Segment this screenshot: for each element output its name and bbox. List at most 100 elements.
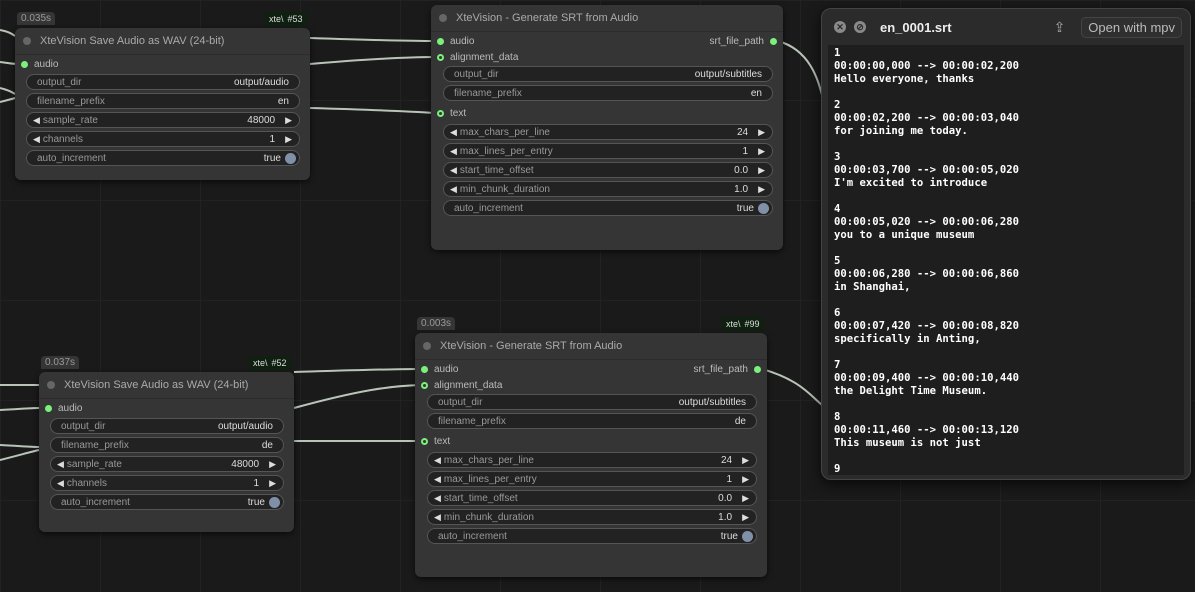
increment-arrow-icon[interactable]: ▶ xyxy=(758,145,765,156)
input-port-icon[interactable] xyxy=(421,381,428,389)
increment-arrow-icon[interactable]: ▶ xyxy=(758,183,765,194)
input-port-icon[interactable] xyxy=(437,109,444,117)
decrement-arrow-icon[interactable]: ◀ xyxy=(434,492,441,503)
widget-value[interactable]: 48000 xyxy=(247,114,276,126)
decrement-arrow-icon[interactable]: ◀ xyxy=(434,473,441,484)
widget-value[interactable]: 1.0 xyxy=(734,183,749,195)
widget-value[interactable]: output/audio xyxy=(233,76,289,88)
decrement-arrow-icon[interactable]: ◀ xyxy=(450,183,457,194)
decrement-arrow-icon[interactable]: ◀ xyxy=(434,454,441,465)
decrement-arrow-icon[interactable]: ◀ xyxy=(57,477,64,488)
input-slot-audio[interactable]: audio xyxy=(437,34,474,48)
toggle-knob-icon[interactable] xyxy=(758,202,769,214)
input-port-icon[interactable] xyxy=(437,53,444,61)
increment-arrow-icon[interactable]: ▶ xyxy=(758,164,765,175)
increment-arrow-icon[interactable]: ▶ xyxy=(269,458,276,469)
widget-value[interactable]: 1.0 xyxy=(718,511,733,523)
widget-value[interactable]: output/audio xyxy=(217,420,273,432)
input-slot-audio[interactable]: audio xyxy=(21,57,58,71)
widget-value[interactable]: 48000 xyxy=(231,458,260,470)
decrement-arrow-icon[interactable]: ◀ xyxy=(33,133,40,144)
increment-arrow-icon[interactable]: ▶ xyxy=(285,114,292,125)
increment-arrow-icon[interactable]: ▶ xyxy=(269,477,276,488)
output-port-icon[interactable] xyxy=(770,37,777,45)
collapse-dot-icon[interactable] xyxy=(439,14,447,22)
increment-arrow-icon[interactable]: ▶ xyxy=(742,511,749,522)
close-icon[interactable]: ✕ xyxy=(834,21,846,33)
input-port-icon[interactable] xyxy=(421,437,428,445)
widget-value[interactable]: 0.0 xyxy=(734,164,749,176)
decrement-arrow-icon[interactable]: ◀ xyxy=(450,164,457,175)
increment-arrow-icon[interactable]: ▶ xyxy=(285,133,292,144)
input-port-icon[interactable] xyxy=(437,37,444,45)
collapse-dot-icon[interactable] xyxy=(23,37,31,45)
increment-arrow-icon[interactable]: ▶ xyxy=(758,126,765,137)
input-slot-text[interactable]: text xyxy=(421,434,450,448)
input-port-icon[interactable] xyxy=(421,365,428,373)
srt-content[interactable]: 1 00:00:00,000 --> 00:00:02,200 Hello ev… xyxy=(828,45,1184,475)
input-port-icon[interactable] xyxy=(45,404,52,412)
widget-value[interactable]: true xyxy=(247,496,265,508)
decrement-arrow-icon[interactable]: ◀ xyxy=(450,145,457,156)
widget-value[interactable]: 24 xyxy=(736,126,749,138)
widget-value[interactable]: 1 xyxy=(269,133,276,145)
input-slot-audio[interactable]: audio xyxy=(421,362,458,376)
share-icon[interactable]: ⇪ xyxy=(1053,18,1066,35)
collapse-dot-icon[interactable] xyxy=(47,381,55,389)
increment-arrow-icon[interactable]: ▶ xyxy=(742,492,749,503)
collapse-dot-icon[interactable] xyxy=(423,342,431,350)
toggle-knob-icon[interactable] xyxy=(742,530,753,542)
node-title-bar[interactable]: XteVision Save Audio as WAV (24-bit) xyxy=(15,28,310,55)
widget-value[interactable]: true xyxy=(263,152,281,164)
widget-value[interactable]: 1 xyxy=(726,473,733,485)
widget-value[interactable]: de xyxy=(734,415,746,427)
output-slot-srt_file_path[interactable]: srt_file_path xyxy=(710,34,777,48)
decrement-arrow-icon[interactable]: ◀ xyxy=(33,114,40,125)
decrement-arrow-icon[interactable]: ◀ xyxy=(450,126,457,137)
widget-value[interactable]: output/subtitles xyxy=(694,68,762,80)
widget-value[interactable]: en xyxy=(277,95,289,107)
widget-value[interactable]: en xyxy=(750,87,762,99)
open-with-mpv-button[interactable]: Open with mpv xyxy=(1081,16,1182,38)
node-srt-de[interactable]: XteVision - Generate SRT from Audio audio… xyxy=(415,333,767,577)
input-port-icon[interactable] xyxy=(21,60,28,68)
node-title-bar[interactable]: XteVision - Generate SRT from Audio xyxy=(431,5,783,32)
output-port-icon[interactable] xyxy=(754,365,761,373)
input-slot-text[interactable]: text xyxy=(437,106,466,120)
minimize-icon[interactable]: ⊘ xyxy=(854,21,866,33)
input-slot-alignment_data[interactable]: alignment_data xyxy=(421,378,502,392)
toggle-knob-icon[interactable] xyxy=(269,496,280,508)
widget-value[interactable]: output/subtitles xyxy=(678,396,746,408)
node-srt-en[interactable]: XteVision - Generate SRT from Audio audio… xyxy=(431,5,783,250)
output-slot-srt_file_path[interactable]: srt_file_path xyxy=(694,362,761,376)
decrement-arrow-icon[interactable]: ◀ xyxy=(434,511,441,522)
node-title-bar[interactable]: XteVision - Generate SRT from Audio xyxy=(415,333,767,360)
widget-value[interactable]: 1 xyxy=(742,145,749,157)
toggle-knob-icon[interactable] xyxy=(285,152,296,164)
increment-arrow-icon[interactable]: ▶ xyxy=(742,473,749,484)
widget-value[interactable]: true xyxy=(720,530,738,542)
node-save-en[interactable]: XteVision Save Audio as WAV (24-bit) audi… xyxy=(15,28,310,180)
input-slot-alignment_data[interactable]: alignment_data xyxy=(437,50,518,64)
node-title-bar[interactable]: XteVision Save Audio as WAV (24-bit) xyxy=(39,372,294,399)
